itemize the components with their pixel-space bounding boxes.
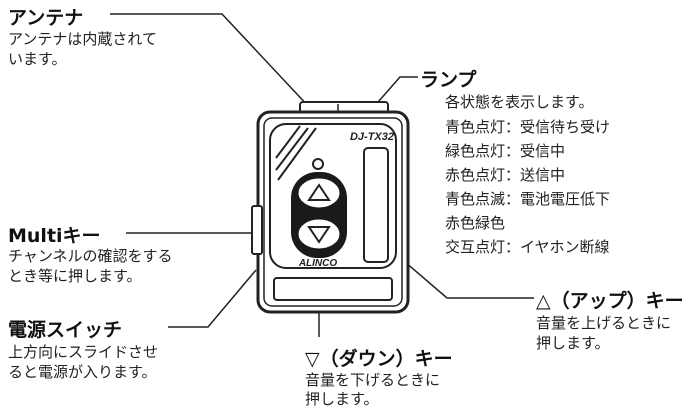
power-switch-desc-1: 上方向にスライドさせ xyxy=(8,343,159,361)
down-key-desc-1: 音量を下げるときに xyxy=(305,371,441,389)
down-key-desc-2: 押します。 xyxy=(305,390,379,408)
down-triangle-icon xyxy=(307,226,331,244)
lamp-desc-7: 交互点灯：イヤホン断線 xyxy=(445,238,610,256)
multi-key-desc-2: とき等に押します。 xyxy=(8,267,142,285)
lamp-desc-5: 青色点滅：電池電圧低下 xyxy=(445,190,611,208)
lamp-desc-2: 青色点灯：受信待ち受け xyxy=(445,118,611,136)
power-switch-desc-2: ると電源が入ります。 xyxy=(8,363,157,381)
up-key-desc-2: 押します。 xyxy=(536,334,610,352)
device-body: DJ-TX32 ALINCO xyxy=(251,101,410,314)
up-key-desc-1: 音量を上げるときに xyxy=(536,314,672,332)
down-key-title: ▽（ダウン）キー xyxy=(305,348,453,370)
antenna-title: アンテナ xyxy=(8,7,84,29)
up-key-title: △（アップ）キー xyxy=(536,290,684,312)
antenna-desc-2: います。 xyxy=(8,50,67,68)
power-switch-leader xyxy=(168,269,257,328)
multi-key-title: Multiキー xyxy=(8,225,101,247)
lamp-indicator xyxy=(312,158,324,170)
antenna-desc-1: アンテナは内蔵されて xyxy=(8,30,157,48)
up-triangle-icon xyxy=(307,183,331,201)
device-model: DJ-TX32 xyxy=(350,131,394,143)
multi-key-desc-1: チャンネルの確認をする xyxy=(8,247,173,265)
lamp-title: ランプ xyxy=(420,69,477,91)
antenna-leader xyxy=(110,13,311,109)
lamp-desc-1: 各状態を表示します。 xyxy=(445,93,594,111)
lamp-desc-6: 赤色緑色 xyxy=(445,214,506,232)
lamp-desc-4: 赤色点灯：送信中 xyxy=(445,166,566,184)
lamp-desc-3: 緑色点灯：受信中 xyxy=(445,142,566,160)
power-switch-title: 電源スイッチ xyxy=(8,319,123,341)
device-brand: ALINCO xyxy=(298,258,338,269)
